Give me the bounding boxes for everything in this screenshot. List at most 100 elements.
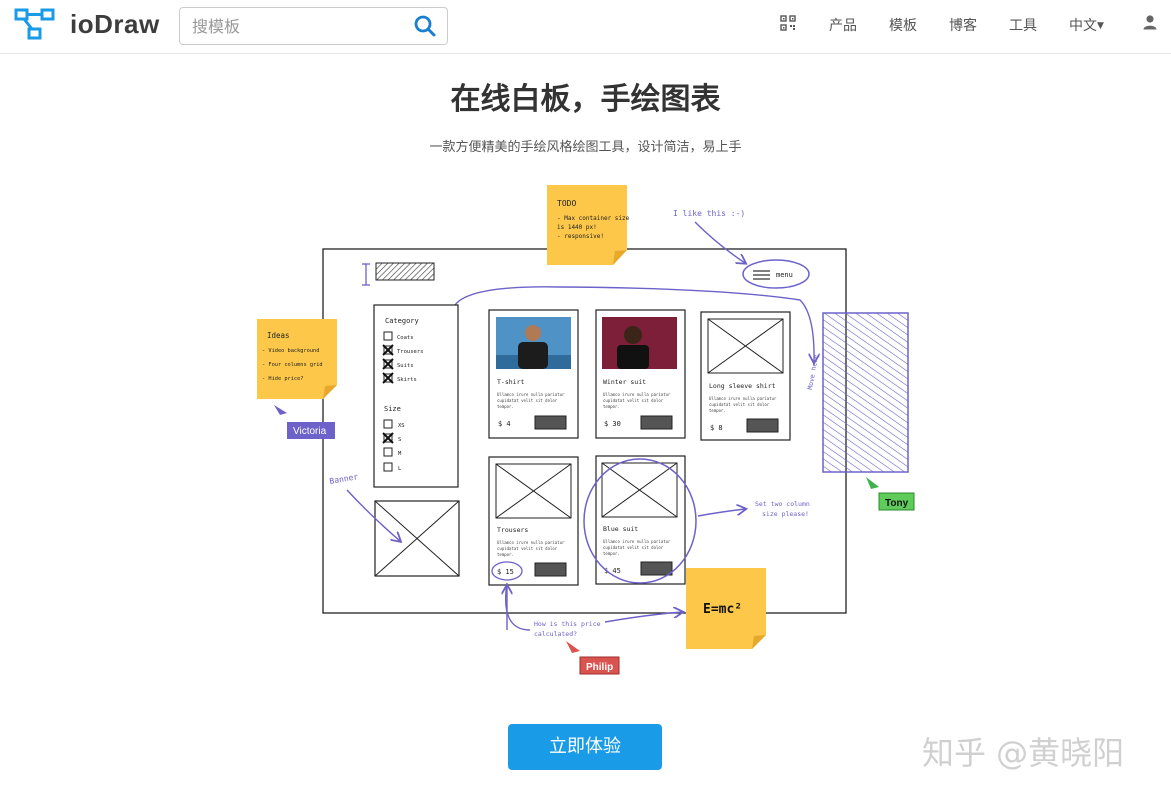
product-desc: Ullamco irure nulla pariatur — [603, 392, 671, 397]
product-desc: tempor. — [497, 552, 514, 557]
cursor-label: Philip — [586, 662, 613, 673]
ideas-title: Ideas — [267, 331, 290, 340]
product-desc: cupidatat velit sit dolor — [603, 398, 664, 403]
language-label: 中文 — [1069, 18, 1097, 34]
cursor-victoria: Victoria — [274, 405, 335, 439]
logo-icon — [14, 8, 55, 40]
highlight-circle — [583, 458, 697, 584]
product-desc: cupidatat velit sit dolor — [497, 546, 558, 551]
ideas-line: - Video background — [262, 348, 319, 354]
product-price: $ 4 — [498, 420, 511, 428]
product-desc: tempor. — [497, 404, 514, 409]
category-item: Trousers — [397, 349, 424, 355]
product-price: $ 45 — [604, 567, 621, 575]
product-desc: cupidatat velit sit dolor — [709, 402, 770, 407]
todo-line: - Max container size — [557, 215, 630, 222]
product-image-placeholder — [707, 318, 784, 374]
todo-title: TODO — [557, 199, 576, 208]
search-box — [179, 7, 448, 45]
product-desc: Ullamco irure nulla pariatur — [497, 540, 565, 545]
product-image-placeholder — [601, 462, 678, 518]
todo-sticky-note: TODO - Max container size is 1440 px! - … — [547, 185, 630, 265]
product-card: Winter suit Ullamco irure nulla pariatur… — [595, 309, 686, 439]
size-item: XS — [398, 423, 405, 429]
price-question: How is this price — [534, 620, 601, 628]
size-item: S — [398, 437, 401, 443]
watermark-text: 知乎 @黄晓阳 — [922, 734, 1125, 772]
product-card: Blue suit Ullamco irure nulla pariatur c… — [595, 455, 686, 585]
menu-circle — [742, 259, 810, 289]
todo-line: is 1440 px! — [557, 224, 597, 231]
category-title: Category — [385, 317, 419, 325]
page-title: 在线白板，手绘图表 — [450, 82, 721, 117]
price-circle — [491, 561, 523, 581]
search-input[interactable] — [180, 8, 405, 44]
move-here-box — [822, 312, 909, 473]
buy-button — [640, 415, 673, 430]
size-item: L — [398, 466, 402, 472]
two-column-comment: size please! — [762, 510, 809, 518]
ideas-sticky-note: Ideas - Video background - Four columns … — [257, 319, 337, 399]
logo-placeholder — [362, 262, 435, 286]
product-desc: tempor. — [603, 551, 620, 556]
search-icon[interactable] — [413, 14, 437, 38]
product-price: $ 15 — [497, 568, 514, 576]
product-desc: tempor. — [709, 408, 726, 413]
product-name: Winter suit — [603, 378, 646, 386]
brand-logo[interactable]: ioDraw — [14, 6, 160, 42]
formula-text: E=mc² — [703, 602, 742, 617]
menu-label: menu — [776, 271, 793, 279]
product-name: Blue suit — [603, 525, 638, 533]
cursor-label: Victoria — [293, 426, 327, 437]
qrcode-icon[interactable] — [780, 15, 796, 31]
two-column-comment: Set two column — [755, 500, 810, 508]
product-card: T-shirt Ullamco irure nulla pariatur cup… — [488, 309, 579, 439]
buy-button — [534, 415, 567, 430]
nav-templates[interactable]: 模板 — [889, 18, 917, 34]
product-name: Trousers — [497, 526, 528, 534]
cursor-label: Tony — [885, 498, 909, 509]
product-price: $ 30 — [604, 420, 621, 428]
product-desc: cupidatat velit sit dolor — [603, 545, 664, 550]
product-name: Long sleeve shirt — [709, 382, 776, 390]
category-item: Skirts — [397, 377, 417, 383]
brand-name: ioDraw — [70, 8, 160, 39]
product-card: Trousers Ullamco irure nulla pariatur cu… — [488, 456, 579, 586]
ideas-line: - Four columns grid — [262, 362, 323, 368]
cursor-tony: Tony — [866, 477, 915, 511]
nav-tools[interactable]: 工具 — [1009, 18, 1037, 34]
category-sidebar: Category Coats Trousers Suits Skirts Siz… — [373, 304, 459, 488]
price-question: calculated? — [534, 630, 577, 638]
caret-down-icon: ▼ — [1097, 21, 1104, 31]
try-now-button[interactable]: 立即体验 — [508, 724, 662, 770]
product-card: Long sleeve shirt Ullamco irure nulla pa… — [700, 311, 791, 441]
user-icon[interactable] — [1142, 14, 1158, 30]
nav-language[interactable]: 中文▼ — [1069, 15, 1104, 35]
ideas-line: - Hide price? — [262, 376, 303, 382]
category-item: Coats — [397, 335, 414, 341]
product-desc: Ullamco irure nulla pariatur — [603, 539, 671, 544]
product-image-placeholder — [495, 463, 572, 519]
product-desc: tempor. — [603, 404, 620, 409]
todo-line: - responsive! — [557, 233, 604, 240]
comment-like: I like this :-) — [673, 209, 745, 218]
nav-product[interactable]: 产品 — [829, 18, 857, 34]
product-desc: cupidatat velit sit dolor — [497, 398, 558, 403]
top-navbar: ioDraw 产品 模板 博客 工具 中文▼ — [0, 0, 1171, 54]
buy-button — [534, 562, 567, 577]
formula-sticky-note: E=mc² — [686, 568, 766, 649]
whiteboard-illustration: menu TODO - Max container size is 1440 p… — [257, 185, 915, 675]
cursor-philip: Philip — [566, 641, 620, 675]
product-desc: Ullamco irure nulla pariatur — [709, 396, 777, 401]
size-title: Size — [384, 405, 401, 413]
size-item: M — [398, 451, 402, 457]
page-subtitle: 一款方便精美的手绘风格绘图工具，设计简洁，易上手 — [429, 140, 742, 155]
banner-placeholder — [374, 500, 460, 577]
buy-button — [640, 561, 673, 576]
product-name: T-shirt — [497, 378, 524, 386]
product-price: $ 8 — [710, 424, 723, 432]
product-desc: Ullamco irure nulla pariatur — [497, 392, 565, 397]
nav-blog[interactable]: 博客 — [949, 18, 977, 34]
buy-button — [746, 418, 779, 433]
category-item: Suits — [397, 363, 414, 369]
